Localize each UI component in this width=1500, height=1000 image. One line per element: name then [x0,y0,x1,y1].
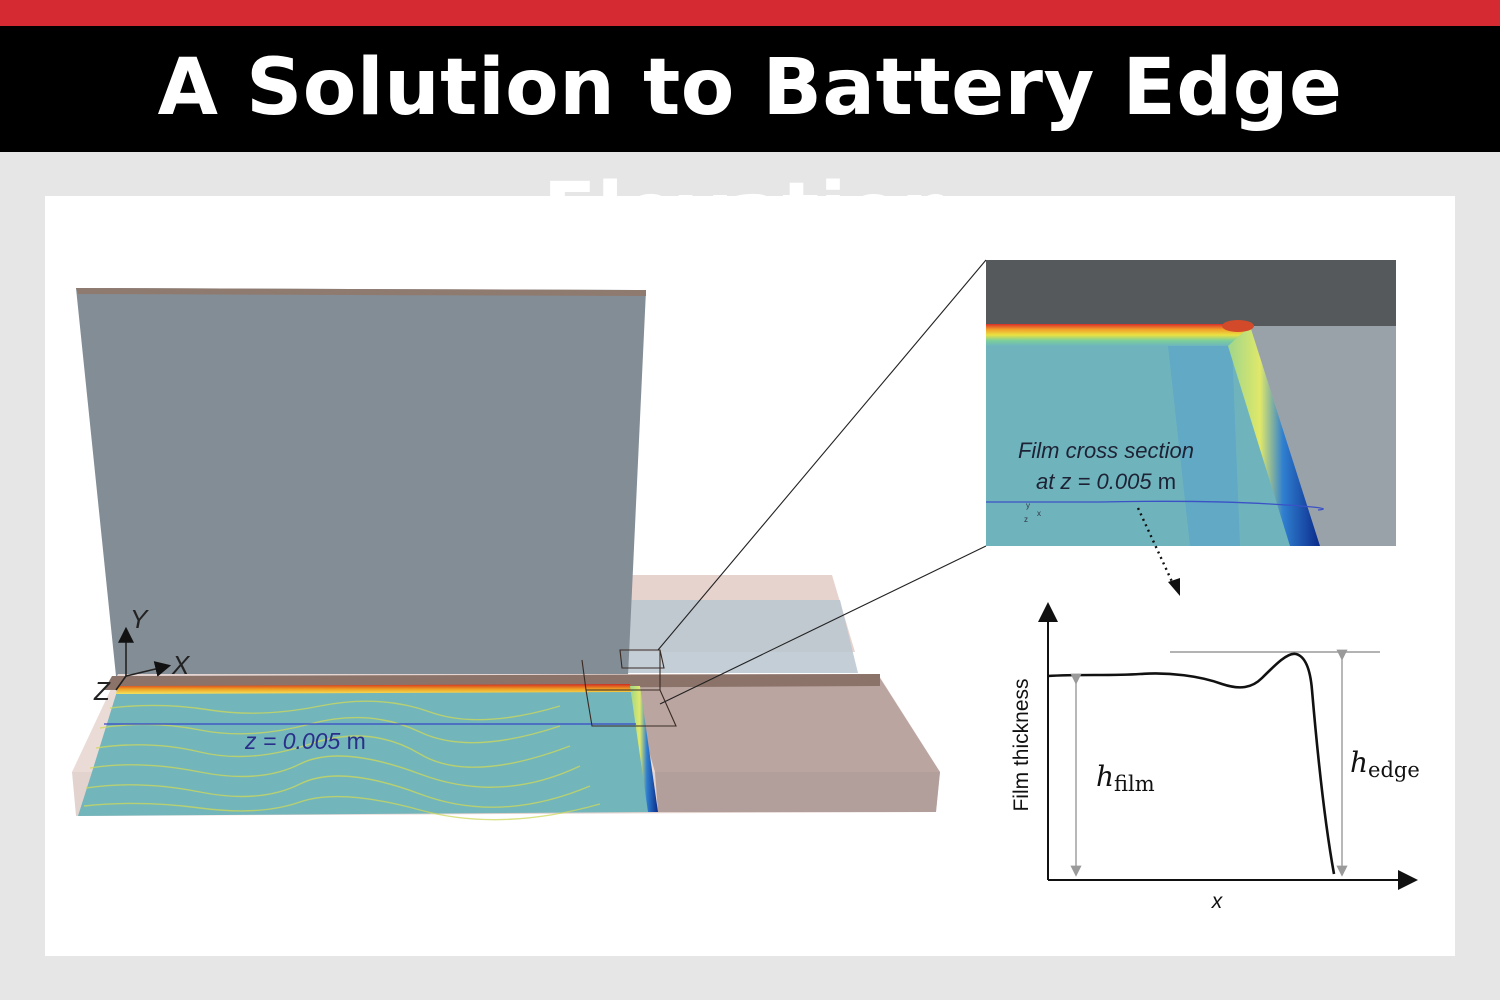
h-film-label: hfilm [1096,760,1155,796]
h-edge-label: hedge [1350,746,1420,782]
z-axis-arrow [115,675,127,691]
title-bar: A Solution to Battery Edge Elevation [0,26,1500,257]
slice-label: z = 0.005 m [244,728,366,754]
inset-slice-line [986,500,1324,511]
plot-x-label: x [1211,890,1224,913]
inset-mini-axis-x: x [1037,509,1041,518]
zoom-boxes [581,649,677,727]
y-axis-label: Y [130,604,149,634]
leader-line-bottom [659,545,987,705]
inset-mini-axis-z: z [1024,515,1028,524]
vertical-plate [76,288,646,676]
plot-y-label: Film thickness [1010,678,1033,811]
accent-stripe [0,0,1500,26]
edge-bead [1222,320,1254,332]
raised-block [622,575,858,673]
inset-mini-axis-y: y [1026,501,1030,510]
film-profile-curve [1047,652,1336,875]
profile-plot: hfilm hedge Film thickness x [1010,602,1420,913]
dotted-pointer [1136,507,1176,587]
inset-label-line1: Film cross section [1018,438,1194,463]
z-axis-label: Z [93,676,111,706]
coordinate-axes [115,626,172,691]
x-axis-arrow [125,661,172,677]
film-region [78,684,658,821]
inset-label-line2: at z = 0.005 m [1036,469,1176,494]
x-axis-label: X [171,650,191,680]
dotted-pointer-head [1168,578,1180,596]
inset-view: Film cross section at z = 0.005 m y z x [986,260,1396,546]
leader-line-top [657,259,987,651]
